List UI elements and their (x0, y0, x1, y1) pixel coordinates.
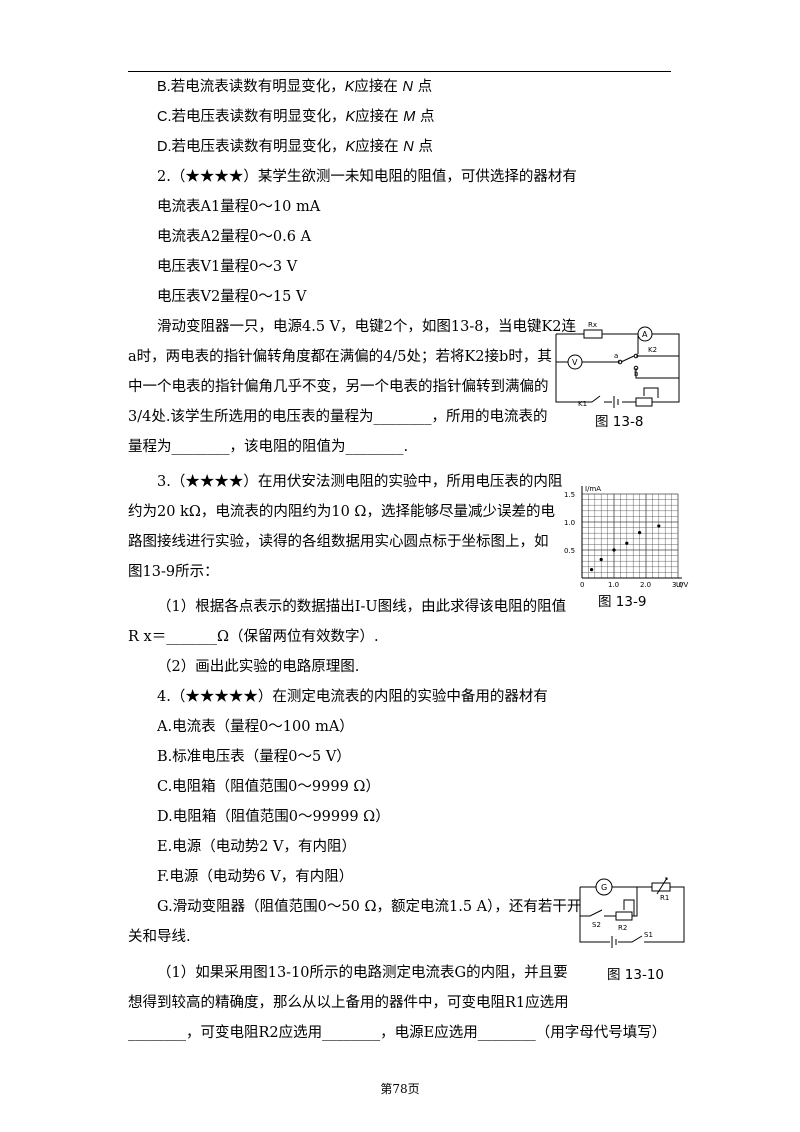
data-point (657, 524, 661, 528)
fig10-label-g: G (601, 883, 607, 892)
y-tick-label: 0.5 (564, 547, 575, 555)
q4-option-b: B.标准电压表（量程0～5 V） (157, 749, 351, 765)
q4-sub-1: （1）如果采用图13-10所示的电路测定电流表G的内阻，并且要 (157, 965, 568, 981)
q4-option-g: G.滑动变阻器（阻值范围0～50 Ω，额定电流1.5 A），还有若干开 (157, 899, 582, 915)
q2-voltmeter-2: 电压表V2量程0～15 V (157, 289, 307, 305)
fig10-label-s1: S1 (644, 931, 653, 939)
q2-ammeter-2: 电流表A2量程0～0.6 A (157, 229, 312, 245)
figure-13-9-chart: 0 1.0 2.0 3.0 0.5 1.0 1.5 I/mA U/V (564, 485, 688, 589)
caption-fig-13-9: 图 13-9 (598, 594, 647, 610)
q3-sub-1b: R x＝_______Ω（保留两位有效数字）. (128, 629, 379, 645)
x-tick-label: 3.0 (672, 581, 683, 589)
x-axis-label: U/V (676, 581, 688, 589)
fig8-label-b-point: b (634, 370, 639, 378)
fig10-label-r1: R1 (660, 894, 669, 902)
q3-title: 3.（★★★★）在用伏安法测电阻的实验中，所用电压表的内阻 (157, 474, 563, 490)
q3-body-1: 约为20 kΩ，电流表的内阻约为10 Ω，选择能够尽量减少误差的电 (128, 504, 555, 520)
q4-sub-1c: ________，可变电阻R2应选用________，电源E应选用_______… (128, 1025, 667, 1041)
data-point (590, 568, 594, 572)
q3-sub-2: （2）画出此实验的电路原理图. (157, 659, 360, 675)
header-rule (128, 71, 671, 72)
fig8-label-v: V (572, 358, 578, 367)
figure-13-8-circuit: Rx A V K2 a b K1 (555, 321, 680, 408)
x-tick-label: 0 (580, 581, 584, 589)
fig8-label-a-point: a (614, 352, 618, 360)
figure-13-10-circuit: G R1 S2 R2 S1 (579, 877, 685, 948)
q4-option-g-cont: 关和导线. (128, 929, 191, 945)
caption-fig-13-8: 图 13-8 (595, 414, 644, 430)
page-number: 第78页 (380, 1082, 420, 1096)
q2-body-2: a时，两电表的指针偏转角度都在满偏的4/5处；若将K2接b时，其 (128, 349, 552, 365)
y-tick-label: 1.0 (564, 519, 575, 527)
q4-option-e: E.电源（电动势2 V，有内阻） (157, 839, 356, 855)
q2-title: 2.（★★★★）某学生欲测一未知电阻的阻值，可供选择的器材有 (157, 169, 577, 185)
y-axis-label: I/mA (585, 485, 601, 493)
q4-option-d: D.电阻箱（阻值范围0～99999 Ω） (157, 809, 390, 825)
q2-body-3: 中一个电表的指针偏角几乎不变，另一个电表的指针偏转到满偏的 (128, 379, 549, 395)
option-d: D.若电压表读数有明显变化，K应接在 N 点 (157, 139, 433, 155)
data-point (625, 541, 629, 545)
q3-body-2: 路图接线进行实验，读得的各组数据用实心圆点标于坐标图上，如 (128, 534, 549, 550)
fig8-label-a: A (642, 330, 648, 339)
fig10-label-s2: S2 (592, 921, 601, 929)
caption-fig-13-10: 图 13-10 (607, 967, 665, 983)
option-c: C.若电压表读数有明显变化，K应接在 M 点 (157, 109, 435, 125)
data-point (612, 548, 616, 552)
y-tick-label: 1.5 (564, 491, 575, 499)
q4-option-c: C.电阻箱（阻值范围0～9999 Ω） (157, 779, 380, 795)
fig8-label-k1: K1 (578, 400, 587, 408)
q2-voltmeter-1: 电压表V1量程0～3 V (157, 259, 298, 275)
q4-title: 4.（★★★★★）在测定电流表的内阻的实验中备用的器材有 (157, 689, 548, 705)
option-b: B.若电流表读数有明显变化，K应接在 N 点 (157, 79, 433, 95)
q2-body-5: 量程为________，该电阻的阻值为________. (128, 439, 409, 455)
fig10-label-r2: R2 (618, 924, 627, 932)
x-tick-label: 1.0 (608, 581, 619, 589)
q4-sub-1b: 想得到较高的精确度，那么从以上备用的器件中，可变电阻R1应选用 (128, 995, 569, 1011)
x-tick-label: 2.0 (640, 581, 651, 589)
q2-body-1: 滑动变阻器一只，电源4.5 V，电键2个，如图13-8，当电键K2连 (157, 319, 576, 335)
q3-sub-1: （1）根据各点表示的数据描出I-U图线，由此求得该电阻的阻值 (157, 599, 567, 615)
q4-option-f: F.电源（电动势6 V，有内阻） (157, 869, 354, 885)
q2-body-4: 3/4处.该学生所选用的电压表的量程为________，所用的电流表的 (128, 409, 548, 425)
data-point (638, 531, 642, 535)
fig8-label-k2: K2 (648, 346, 657, 354)
q2-ammeter-1: 电流表A1量程0～10 mA (157, 199, 321, 215)
q4-option-a: A.电流表（量程0～100 mA） (157, 719, 354, 735)
data-point (599, 557, 603, 562)
fig8-label-rx: Rx (588, 321, 597, 329)
q3-body-3: 图13-9所示： (128, 564, 219, 580)
